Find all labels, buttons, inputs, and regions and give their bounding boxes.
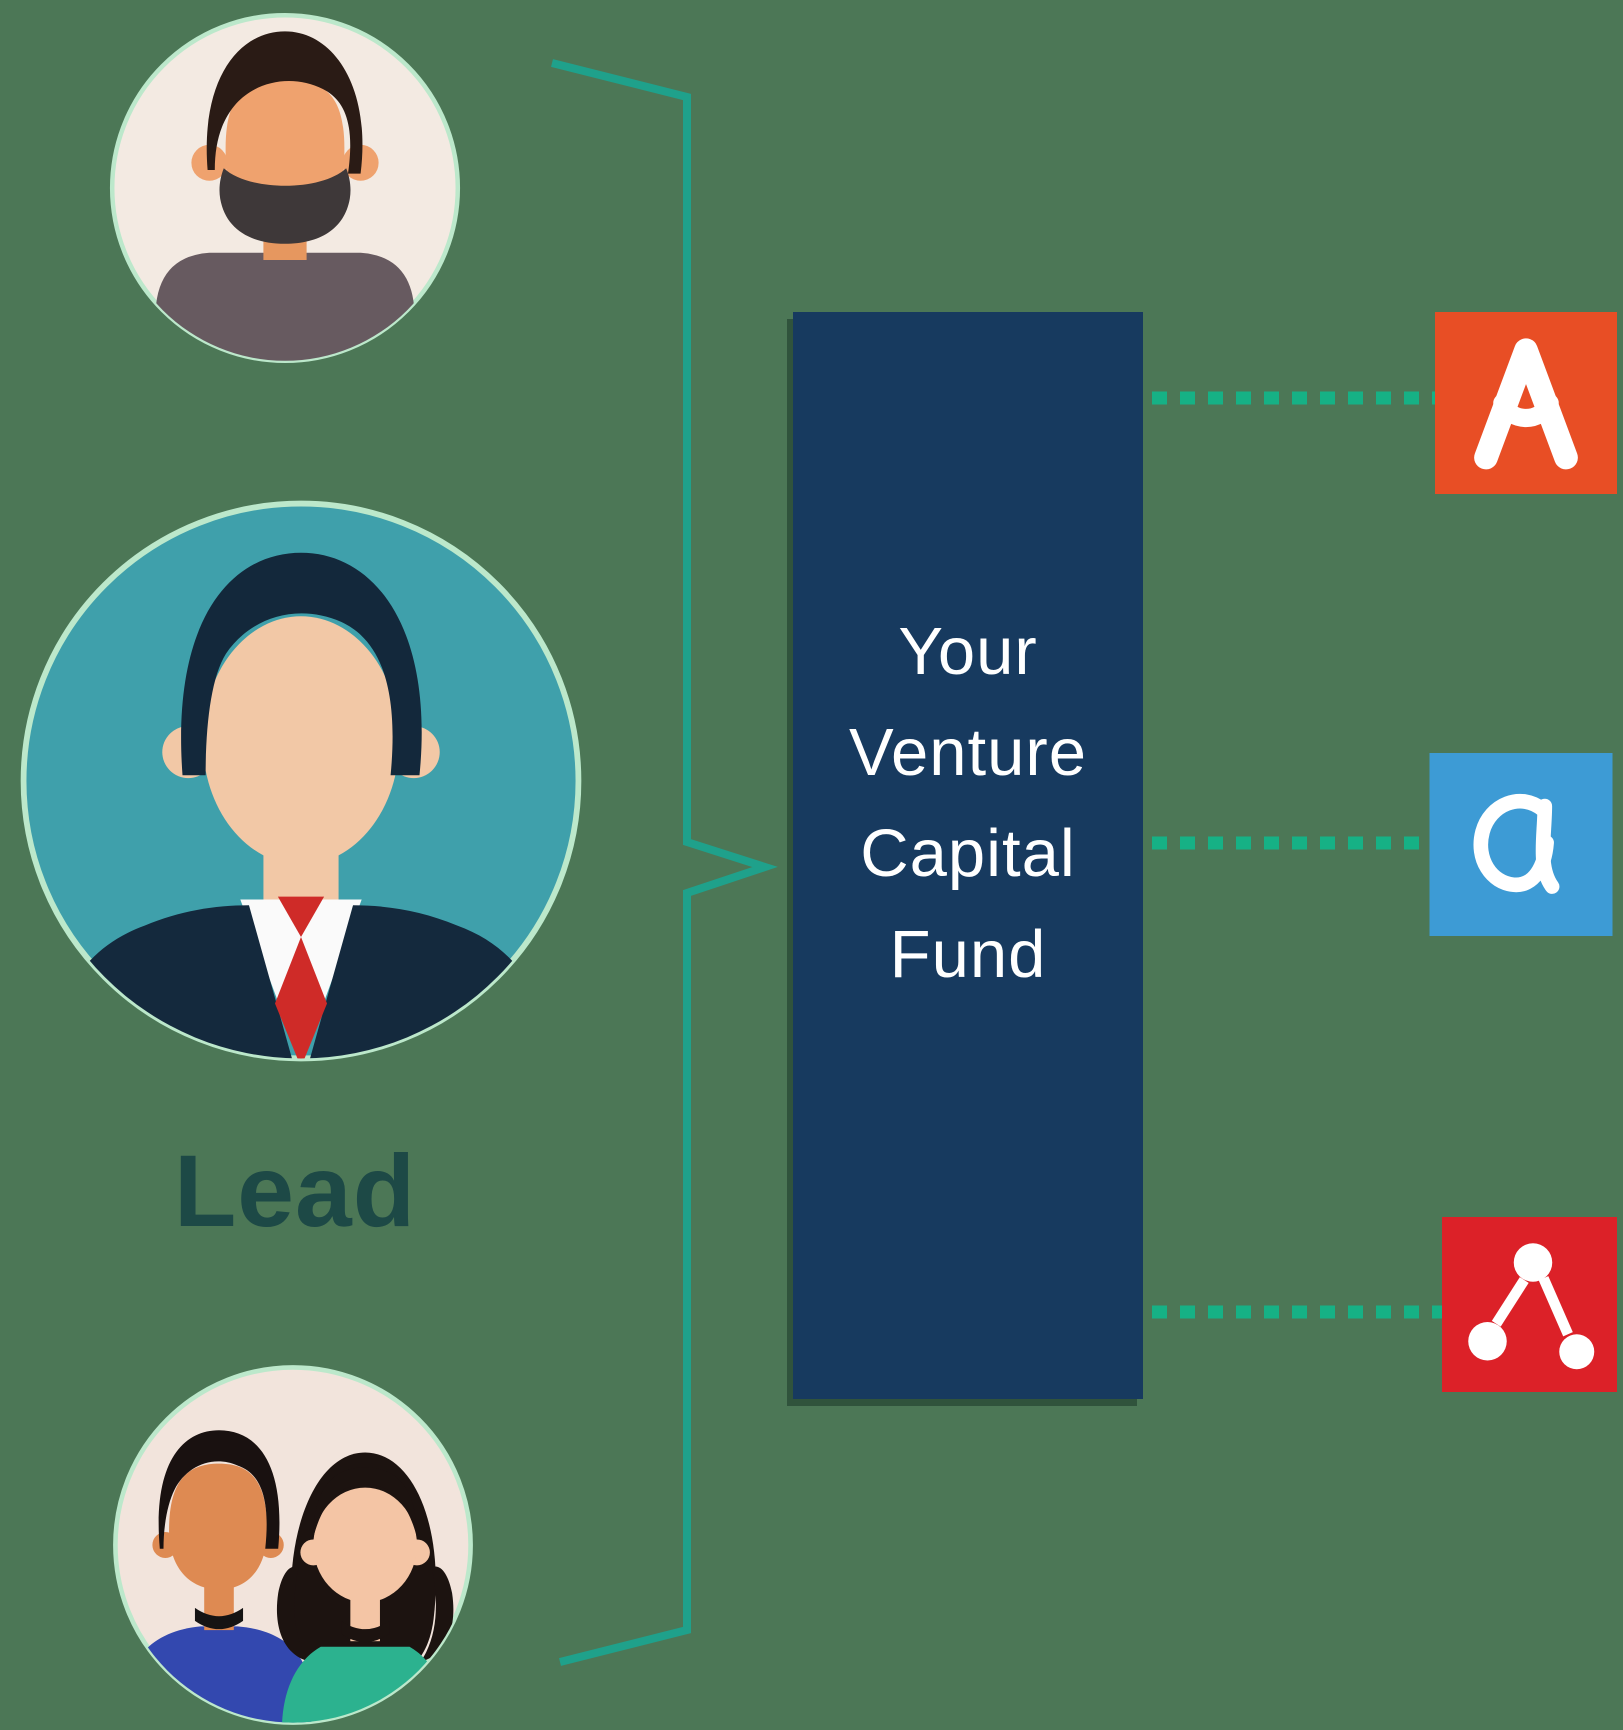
woman-curl-left	[276, 1566, 310, 1662]
tie-knot	[277, 896, 325, 938]
fund-box-label-line: Capital	[860, 816, 1076, 891]
lead-caption: Lead	[173, 1134, 417, 1248]
tie-blade	[274, 937, 328, 1059]
fund-box-label-line: Your	[898, 614, 1038, 689]
A-legs	[1474, 338, 1578, 470]
woman-fringe	[313, 1467, 417, 1538]
hair	[181, 552, 422, 776]
fund-box-label-line: Venture	[849, 715, 1087, 790]
lead-businessman-avatar	[12, 492, 590, 1070]
shirt	[155, 252, 415, 361]
portfolio-logo-tile-3	[1442, 1213, 1617, 1396]
A-smile	[1493, 393, 1559, 427]
peak-A-smile-logo-icon	[1435, 312, 1617, 494]
fund-box-label-line: Fund	[889, 917, 1047, 992]
man-face	[169, 1463, 268, 1590]
bearded-man-avatar	[105, 8, 465, 368]
a-stem	[1535, 798, 1560, 894]
fund-box: Your Venture Capital Fund	[793, 312, 1143, 1399]
woman-face	[313, 1487, 417, 1603]
node-top	[1513, 1243, 1553, 1282]
beard	[219, 168, 351, 244]
woman-collar	[341, 1620, 390, 1643]
handwritten-a-logo-icon	[1429, 753, 1613, 936]
portfolio-logo-tile-1	[1435, 312, 1617, 494]
couple-avatar	[108, 1360, 478, 1730]
node-bottom-right	[1559, 1334, 1595, 1370]
hair	[206, 31, 363, 174]
face	[202, 616, 400, 865]
woman-shirt	[281, 1646, 449, 1723]
portfolio-logo-tile-2	[1427, 753, 1615, 936]
a-bowl	[1473, 793, 1554, 893]
edge-1	[1491, 1277, 1529, 1327]
node-bottom-left	[1468, 1322, 1507, 1361]
network-nodes-logo-icon	[1442, 1217, 1617, 1392]
man-hair	[158, 1430, 280, 1549]
man-collar	[194, 1607, 244, 1630]
edge-2	[1538, 1276, 1573, 1337]
